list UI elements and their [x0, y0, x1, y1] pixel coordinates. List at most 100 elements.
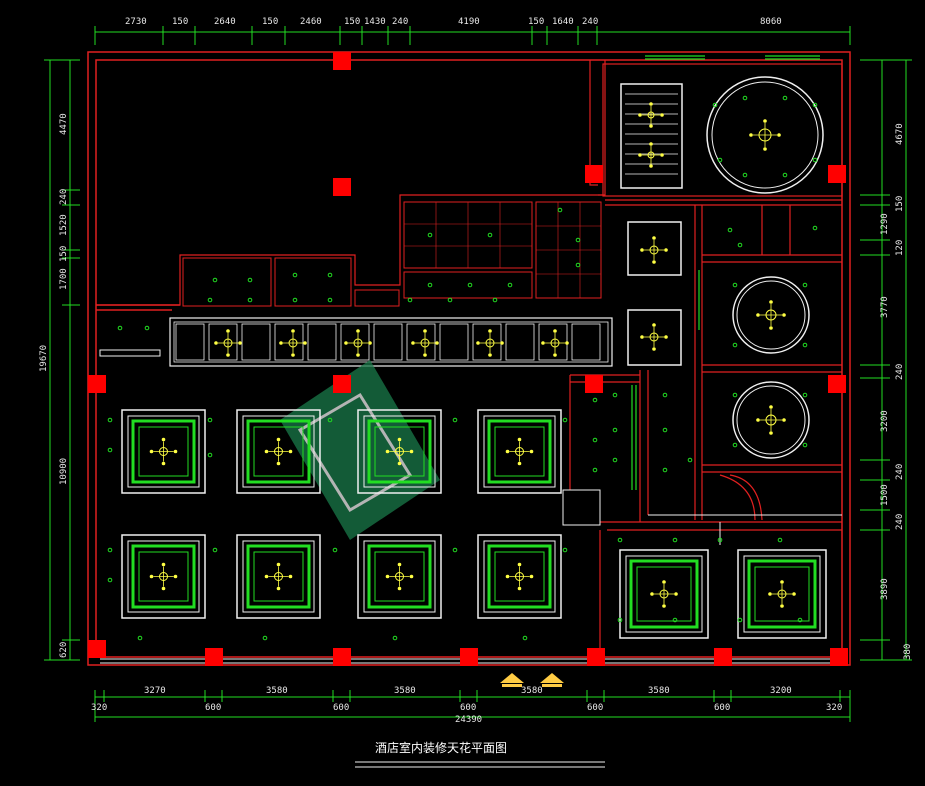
- downlight: [107, 577, 113, 583]
- fixture-dot: [288, 574, 293, 579]
- dim-bottom-small-4: 600: [587, 703, 603, 713]
- downlight: [332, 547, 338, 553]
- dim-right-6: 3200: [880, 410, 890, 432]
- downlight: [427, 282, 433, 288]
- dim-top-1: 150: [172, 17, 188, 27]
- fixture-dot: [276, 562, 281, 567]
- downlight: [207, 297, 213, 303]
- downlight: [487, 232, 493, 238]
- fixture-dot: [652, 347, 656, 351]
- grid-ceiling-lines: [404, 202, 601, 298]
- downlight: [812, 157, 818, 163]
- dim-bottom-total: 24390: [455, 715, 482, 725]
- downlight: [492, 297, 498, 303]
- fixture-dot: [664, 335, 668, 339]
- left-dimension-labels: 4470 240 1520 150 1700 10900 620 19670: [39, 113, 69, 658]
- dim-left-lower: 10900: [59, 458, 69, 485]
- dim-bottom-small-5: 600: [714, 703, 730, 713]
- dim-bottom-0: 3270: [144, 686, 166, 696]
- dim-bottom-small-6: 320: [826, 703, 842, 713]
- dim-right-9: 240: [895, 514, 905, 530]
- drawing-title: 酒店室内装修天花平面图: [375, 740, 507, 755]
- downlight: [592, 437, 598, 443]
- fixture-dot: [303, 341, 307, 345]
- downlight: [292, 272, 298, 278]
- fixture-dot: [780, 580, 784, 584]
- fixture-dot: [649, 124, 653, 128]
- table-outer: [477, 534, 562, 619]
- fixture-dot: [238, 341, 242, 345]
- fixture-dot: [553, 353, 557, 357]
- fixture-dot: [385, 574, 390, 579]
- table-green-border: [487, 419, 552, 484]
- downlight: [782, 95, 788, 101]
- fixture-dot: [149, 574, 154, 579]
- fixture-dot: [356, 353, 360, 357]
- table-outer: [477, 409, 562, 494]
- table-outer: [357, 534, 442, 619]
- corridor-cell: [274, 323, 304, 361]
- fixture-dot: [763, 147, 767, 151]
- downlight: [592, 467, 598, 473]
- table-inner: [253, 426, 304, 477]
- corridor-cell: [241, 323, 271, 361]
- table-green-border: [131, 544, 196, 609]
- fixture-dot: [488, 329, 492, 333]
- column: [333, 375, 351, 393]
- fixture-dot: [288, 449, 293, 454]
- table-inner: [138, 426, 189, 477]
- downlight: [797, 617, 803, 623]
- fixture-dot: [756, 313, 760, 317]
- column: [88, 640, 106, 658]
- table-frame: [363, 540, 436, 613]
- fixture-dot: [674, 592, 678, 596]
- downlight: [562, 417, 568, 423]
- fixture-dot: [409, 574, 414, 579]
- downlight: [107, 447, 113, 453]
- fixture-dot: [649, 164, 653, 168]
- downlight: [212, 277, 218, 283]
- dim-right-11: 380: [903, 644, 913, 660]
- fixture-dot: [505, 449, 510, 454]
- downlight: [742, 95, 748, 101]
- fixture-dot: [541, 341, 545, 345]
- downlight: [144, 325, 150, 331]
- fixture-dot: [397, 586, 402, 591]
- fixture-dot: [769, 300, 773, 304]
- table-frame: [242, 540, 315, 613]
- downlight: [207, 417, 213, 423]
- table-inner: [494, 551, 545, 602]
- fixture-dot: [173, 574, 178, 579]
- table-outer: [737, 549, 827, 639]
- downlight: [612, 457, 618, 463]
- fixture-dot: [291, 353, 295, 357]
- fixture-dot: [226, 353, 230, 357]
- fixture-dot: [638, 113, 642, 117]
- fixture-dot: [409, 449, 414, 454]
- dim-top-11: 240: [582, 17, 598, 27]
- fixture-dot: [756, 418, 760, 422]
- table-outer: [121, 534, 206, 619]
- dim-bottom-2: 3580: [394, 686, 416, 696]
- fixture-dot: [782, 313, 786, 317]
- fixture-dot: [173, 449, 178, 454]
- fixture-dot: [397, 461, 402, 466]
- fixture-dot: [411, 341, 415, 345]
- dim-left-0: 4470: [59, 113, 69, 135]
- dim-right-5: 240: [895, 364, 905, 380]
- fixture-dot: [344, 341, 348, 345]
- fixture-dot: [161, 562, 166, 567]
- dim-bottom-4: 3580: [648, 686, 670, 696]
- dim-right-0: 4670: [895, 123, 905, 145]
- fixture-dot: [276, 461, 281, 466]
- right-dimension-line: [860, 59, 912, 661]
- dim-top-5: 150: [344, 17, 360, 27]
- column: [828, 375, 846, 393]
- outer-walls: [87, 51, 851, 666]
- fixture-dot: [397, 437, 402, 442]
- column: [205, 648, 223, 666]
- dim-left-1: 240: [59, 189, 69, 205]
- fixture-dot: [149, 449, 154, 454]
- downlight: [742, 172, 748, 178]
- downlight: [777, 537, 783, 543]
